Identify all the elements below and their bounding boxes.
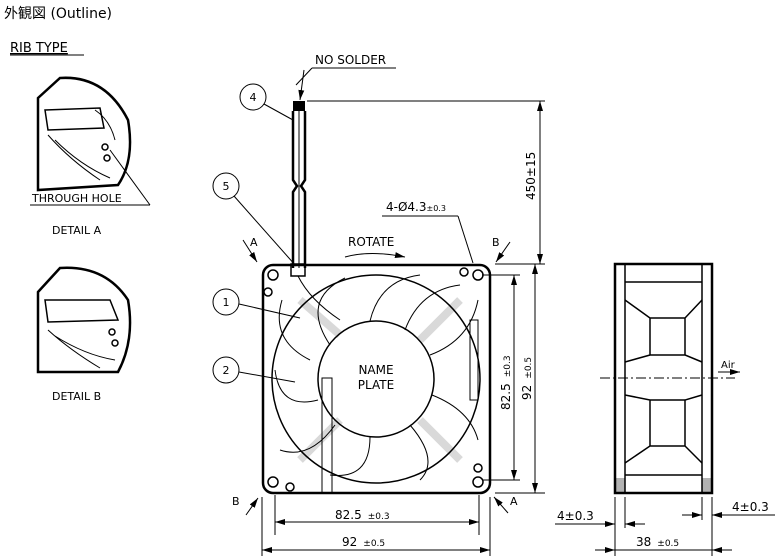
no-solder-label: NO SOLDER: [315, 53, 386, 67]
svg-text:2: 2: [223, 364, 230, 377]
fan-front-view: NAME PLATE: [261, 263, 492, 495]
svg-text:5: 5: [223, 180, 230, 193]
side-dimensions: 4±0.3 4±0.3 38±0.5: [555, 497, 775, 556]
svg-text:B: B: [492, 236, 500, 249]
detail-b-label: DETAIL B: [52, 390, 101, 403]
svg-text:B: B: [232, 495, 240, 508]
svg-text:1: 1: [223, 296, 230, 309]
hole-pitch-v-dim: 82.5±0.3: [499, 355, 513, 410]
rib-type-heading: RIB TYPE: [10, 41, 68, 56]
depth-dim: 38±0.5: [636, 535, 679, 549]
section-markers: A B B A: [232, 236, 518, 516]
hole-pitch-h-dim: 82.5±0.3: [335, 508, 390, 522]
size-v-dim: 92±0.5: [520, 357, 534, 400]
svg-text:4: 4: [250, 91, 257, 104]
dimensions: 450±15 82.5±0.3 92±0.5 82.5±0.3 92±0.5: [261, 100, 545, 556]
balloon-5: 5: [212, 172, 297, 267]
size-h-dim: 92±0.5: [342, 535, 385, 549]
balloon-2: 2: [212, 356, 296, 384]
name-plate-line1: NAME: [358, 363, 393, 377]
detail-b: DETAIL B: [36, 266, 132, 403]
rotate-label: ROTATE: [348, 235, 394, 249]
flange-left-dim: 4±0.3: [557, 509, 594, 523]
svg-text:A: A: [250, 236, 258, 249]
lead-wire: [290, 101, 341, 321]
svg-text:A: A: [510, 495, 518, 508]
balloon-4: 4: [239, 83, 294, 121]
fan-side-view: Air: [600, 262, 740, 495]
hole-spec: 4-Ø4.3±0.3: [386, 200, 446, 214]
detail-a-label: DETAIL A: [52, 224, 102, 237]
through-hole-label: THROUGH HOLE: [31, 192, 122, 205]
detail-a: THROUGH HOLE DETAIL A: [30, 76, 151, 237]
name-plate-line2: PLATE: [358, 378, 394, 392]
flange-right-dim: 4±0.3: [732, 500, 769, 514]
drawing-title: 外観図 (Outline): [4, 5, 112, 22]
balloon-1: 1: [212, 288, 301, 319]
lead-length-dim: 450±15: [524, 152, 538, 200]
air-direction-label: Air: [721, 360, 736, 371]
